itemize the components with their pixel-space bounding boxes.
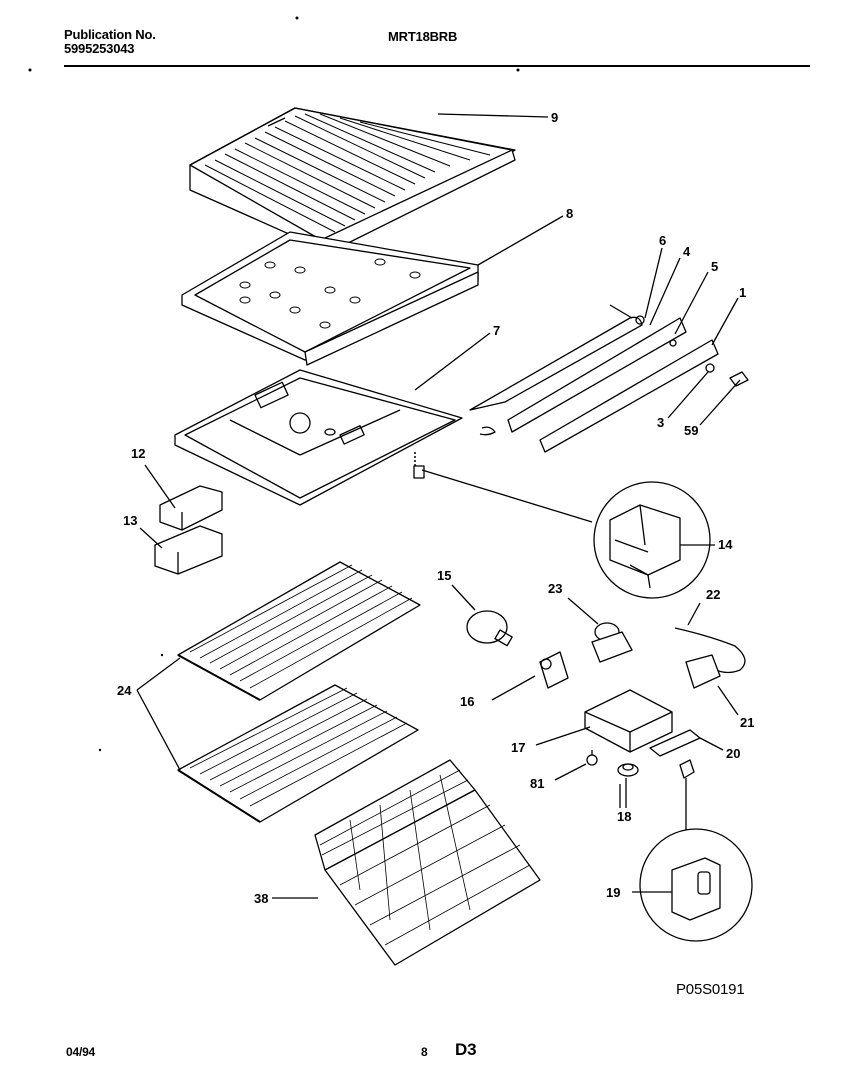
callout-22: 22 (706, 587, 721, 602)
callout-18: 18 (617, 809, 632, 824)
callout-14: 14 (718, 537, 733, 552)
crisper-pan-part (174, 369, 463, 506)
light-bulb-part (451, 584, 513, 647)
callout-8: 8 (566, 206, 574, 221)
callout-16: 16 (460, 694, 475, 709)
callout-6: 6 (659, 233, 667, 248)
callout-21: 21 (740, 715, 755, 730)
light-socket-part (491, 651, 569, 701)
callout-4: 4 (683, 244, 691, 259)
publication-number: 5995253043 (64, 41, 135, 56)
callout-23: 23 (548, 581, 563, 596)
callout-38: 38 (254, 891, 269, 906)
revision-date: 04/94 (66, 1045, 96, 1059)
switch-detail (632, 759, 753, 942)
callout-81: 81 (530, 776, 545, 791)
callout-13: 13 (123, 513, 138, 528)
callout-1: 1 (739, 285, 747, 300)
callout-9: 9 (551, 110, 559, 125)
drawing-number: P05S0191 (676, 981, 745, 998)
model-number: MRT18BRB (388, 29, 458, 44)
bracket-part (649, 729, 724, 757)
callout-17: 17 (511, 740, 526, 755)
wire-cord-part (674, 602, 746, 716)
callout-12: 12 (131, 446, 146, 461)
callout-5: 5 (711, 259, 719, 274)
thermostat-part (567, 597, 633, 663)
callout-59: 59 (684, 423, 699, 438)
section-code: D3 (455, 1040, 477, 1059)
knob-part (617, 763, 639, 808)
screw-part (554, 750, 598, 781)
shelf-rail-assembly-part (469, 304, 749, 453)
shelf-cover-part (189, 107, 516, 253)
callout-3: 3 (657, 415, 665, 430)
crisper-cover-frame-part (181, 231, 479, 366)
callout-15: 15 (437, 568, 452, 583)
callout-7: 7 (493, 323, 501, 338)
wire-basket-part (272, 759, 541, 966)
callout-19: 19 (606, 885, 621, 900)
publication-label: Publication No. (64, 27, 156, 42)
page-number: 8 (421, 1045, 428, 1059)
control-housing-part (535, 689, 673, 753)
dairy-bin-part (154, 485, 223, 575)
callout-24: 24 (117, 683, 132, 698)
wire-shelf-lower-part (177, 684, 419, 823)
wire-shelf-upper-part (177, 561, 421, 701)
damper-control-detail (413, 465, 711, 599)
callout-20: 20 (726, 746, 741, 761)
